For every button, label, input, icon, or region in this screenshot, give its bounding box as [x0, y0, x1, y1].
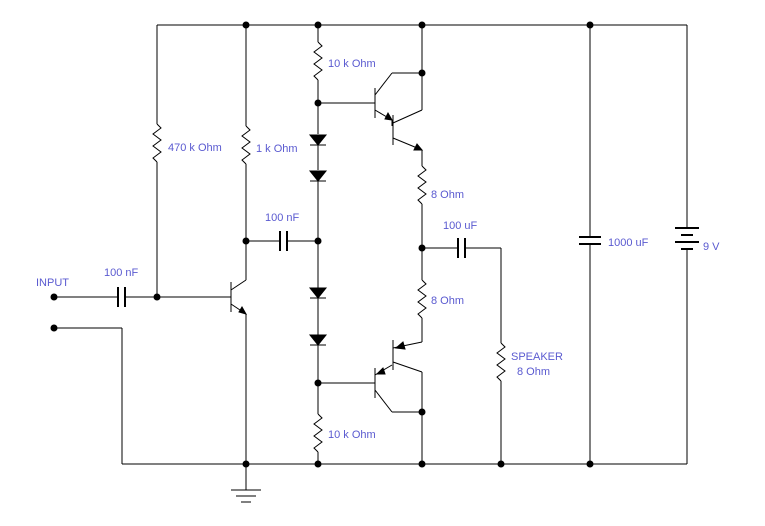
top-bias-resistor-label: 10 k Ohm: [328, 58, 376, 70]
coupling-capacitor: [246, 231, 318, 251]
junction-ground-3: [418, 460, 426, 468]
upper-darlington-transistor: [318, 72, 424, 151]
diode-4: [308, 334, 328, 414]
bias-resistor-label: 470 k Ohm: [168, 142, 222, 154]
battery: [675, 25, 699, 464]
bottom-bias-resistor: [313, 413, 323, 464]
upper-emitter-resistor: [417, 150, 427, 248]
output-capacitor-label: 100 uF: [443, 220, 478, 232]
junction-ground-4: [497, 460, 505, 468]
speaker-impedance-label: 8 Ohm: [517, 366, 550, 378]
speaker: [496, 248, 506, 464]
battery-label: 9 V: [703, 241, 720, 253]
diode-2: [308, 170, 328, 288]
junction-ground-2: [314, 460, 322, 468]
junction-ground-5: [586, 460, 594, 468]
diode-1: [308, 134, 328, 170]
bias-resistor: [152, 25, 162, 297]
filter-capacitor: [579, 25, 601, 464]
junction-upper-collector: [418, 69, 426, 77]
input-label: INPUT: [36, 277, 69, 289]
filter-capacitor-label: 1000 uF: [608, 237, 649, 249]
collector-resistor: [241, 25, 251, 280]
junction-lower-collector: [418, 408, 426, 416]
output-capacitor: [422, 238, 501, 258]
input-capacitor: [117, 287, 231, 307]
ground-symbol: [231, 464, 261, 503]
input-terminal: [50, 293, 123, 464]
collector-resistor-label: 1 k Ohm: [256, 143, 298, 155]
speaker-label: SPEAKER: [511, 351, 563, 363]
input-capacitor-label: 100 nF: [104, 267, 139, 279]
lower-emitter-resistor: [417, 248, 427, 342]
coupling-capacitor-label: 100 nF: [265, 212, 300, 224]
lower-darlington-transistor: [318, 340, 423, 464]
driver-transistor: [230, 279, 248, 464]
diode-3: [308, 287, 328, 335]
lower-emitter-resistor-label: 8 Ohm: [431, 295, 464, 307]
upper-emitter-resistor-label: 8 Ohm: [431, 189, 464, 201]
top-bias-resistor: [313, 25, 323, 134]
bottom-bias-resistor-label: 10 k Ohm: [328, 429, 376, 441]
